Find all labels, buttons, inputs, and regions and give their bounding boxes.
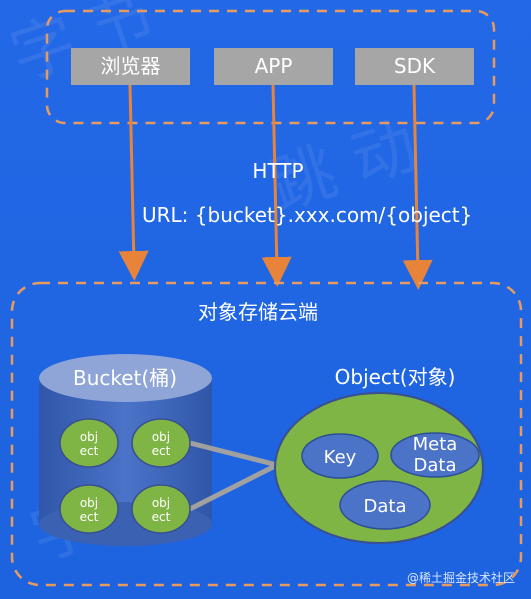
object-meta-label-line2: Data — [414, 455, 457, 476]
client-sdk-box — [355, 48, 474, 85]
object-ellipse — [274, 392, 484, 544]
client-app-box — [214, 48, 333, 85]
bucket-object-label-line-2: ect — [80, 510, 99, 524]
object-data-ellipse — [339, 480, 431, 530]
object-meta-ellipse — [390, 432, 480, 478]
bucket-top — [39, 354, 212, 402]
bucket-object-4: object — [131, 484, 191, 534]
arrow-app-to-cloud — [261, 84, 292, 287]
arrow-browser-to-cloud — [118, 84, 149, 281]
bucket-object-label-line-1: obj — [80, 496, 98, 510]
bucket-object-circle — [59, 484, 119, 534]
client-browser-box — [71, 48, 190, 85]
client-browser: 浏览器 — [71, 48, 190, 85]
client-group-border — [45, 9, 496, 125]
cloud-group-border — [10, 281, 523, 587]
bucket-object-1: object — [59, 418, 119, 468]
bucket-object-3: object — [59, 484, 119, 534]
client-browser-label: 浏览器 — [101, 54, 161, 78]
footer-credit: @稀土掘金技术社区 — [407, 570, 515, 585]
client-app: APP — [214, 48, 333, 85]
object-key-ellipse — [301, 433, 379, 479]
bucket-object-circle — [59, 418, 119, 468]
arrow-sdk-to-cloud — [402, 84, 433, 290]
bucket-object-label-line-1: obj — [152, 496, 170, 510]
bucket-object-label-line-1: obj — [80, 430, 98, 444]
bucket-object-2: object — [131, 418, 191, 468]
bucket-object-label-line-2: ect — [152, 510, 171, 524]
bucket-object-label-line-2: ect — [80, 444, 99, 458]
client-app-label: APP — [255, 54, 293, 78]
bucket-object-circle — [131, 484, 191, 534]
client-sdk-label: SDK — [394, 54, 436, 78]
object-key-label: Key — [324, 447, 357, 468]
object-meta-label-line1: Meta — [413, 434, 458, 455]
object-data-label: Data — [364, 496, 407, 517]
http-label: HTTP — [252, 159, 303, 183]
url-label: URL: {bucket}.xxx.com/{object} — [142, 203, 472, 227]
object-title: Object(对象) — [335, 365, 456, 389]
connector-upper — [189, 440, 278, 468]
bucket-object-label-line-2: ect — [152, 444, 171, 458]
object-shape: Object(对象) Key Meta Data Data — [274, 365, 484, 544]
bucket-title: Bucket(桶) — [73, 366, 177, 390]
bucket-object-circle — [131, 418, 191, 468]
client-sdk: SDK — [355, 48, 474, 85]
cloud-title: 对象存储云端 — [198, 300, 318, 324]
connector-lower — [188, 462, 279, 512]
bucket-object-label-line-1: obj — [152, 430, 170, 444]
